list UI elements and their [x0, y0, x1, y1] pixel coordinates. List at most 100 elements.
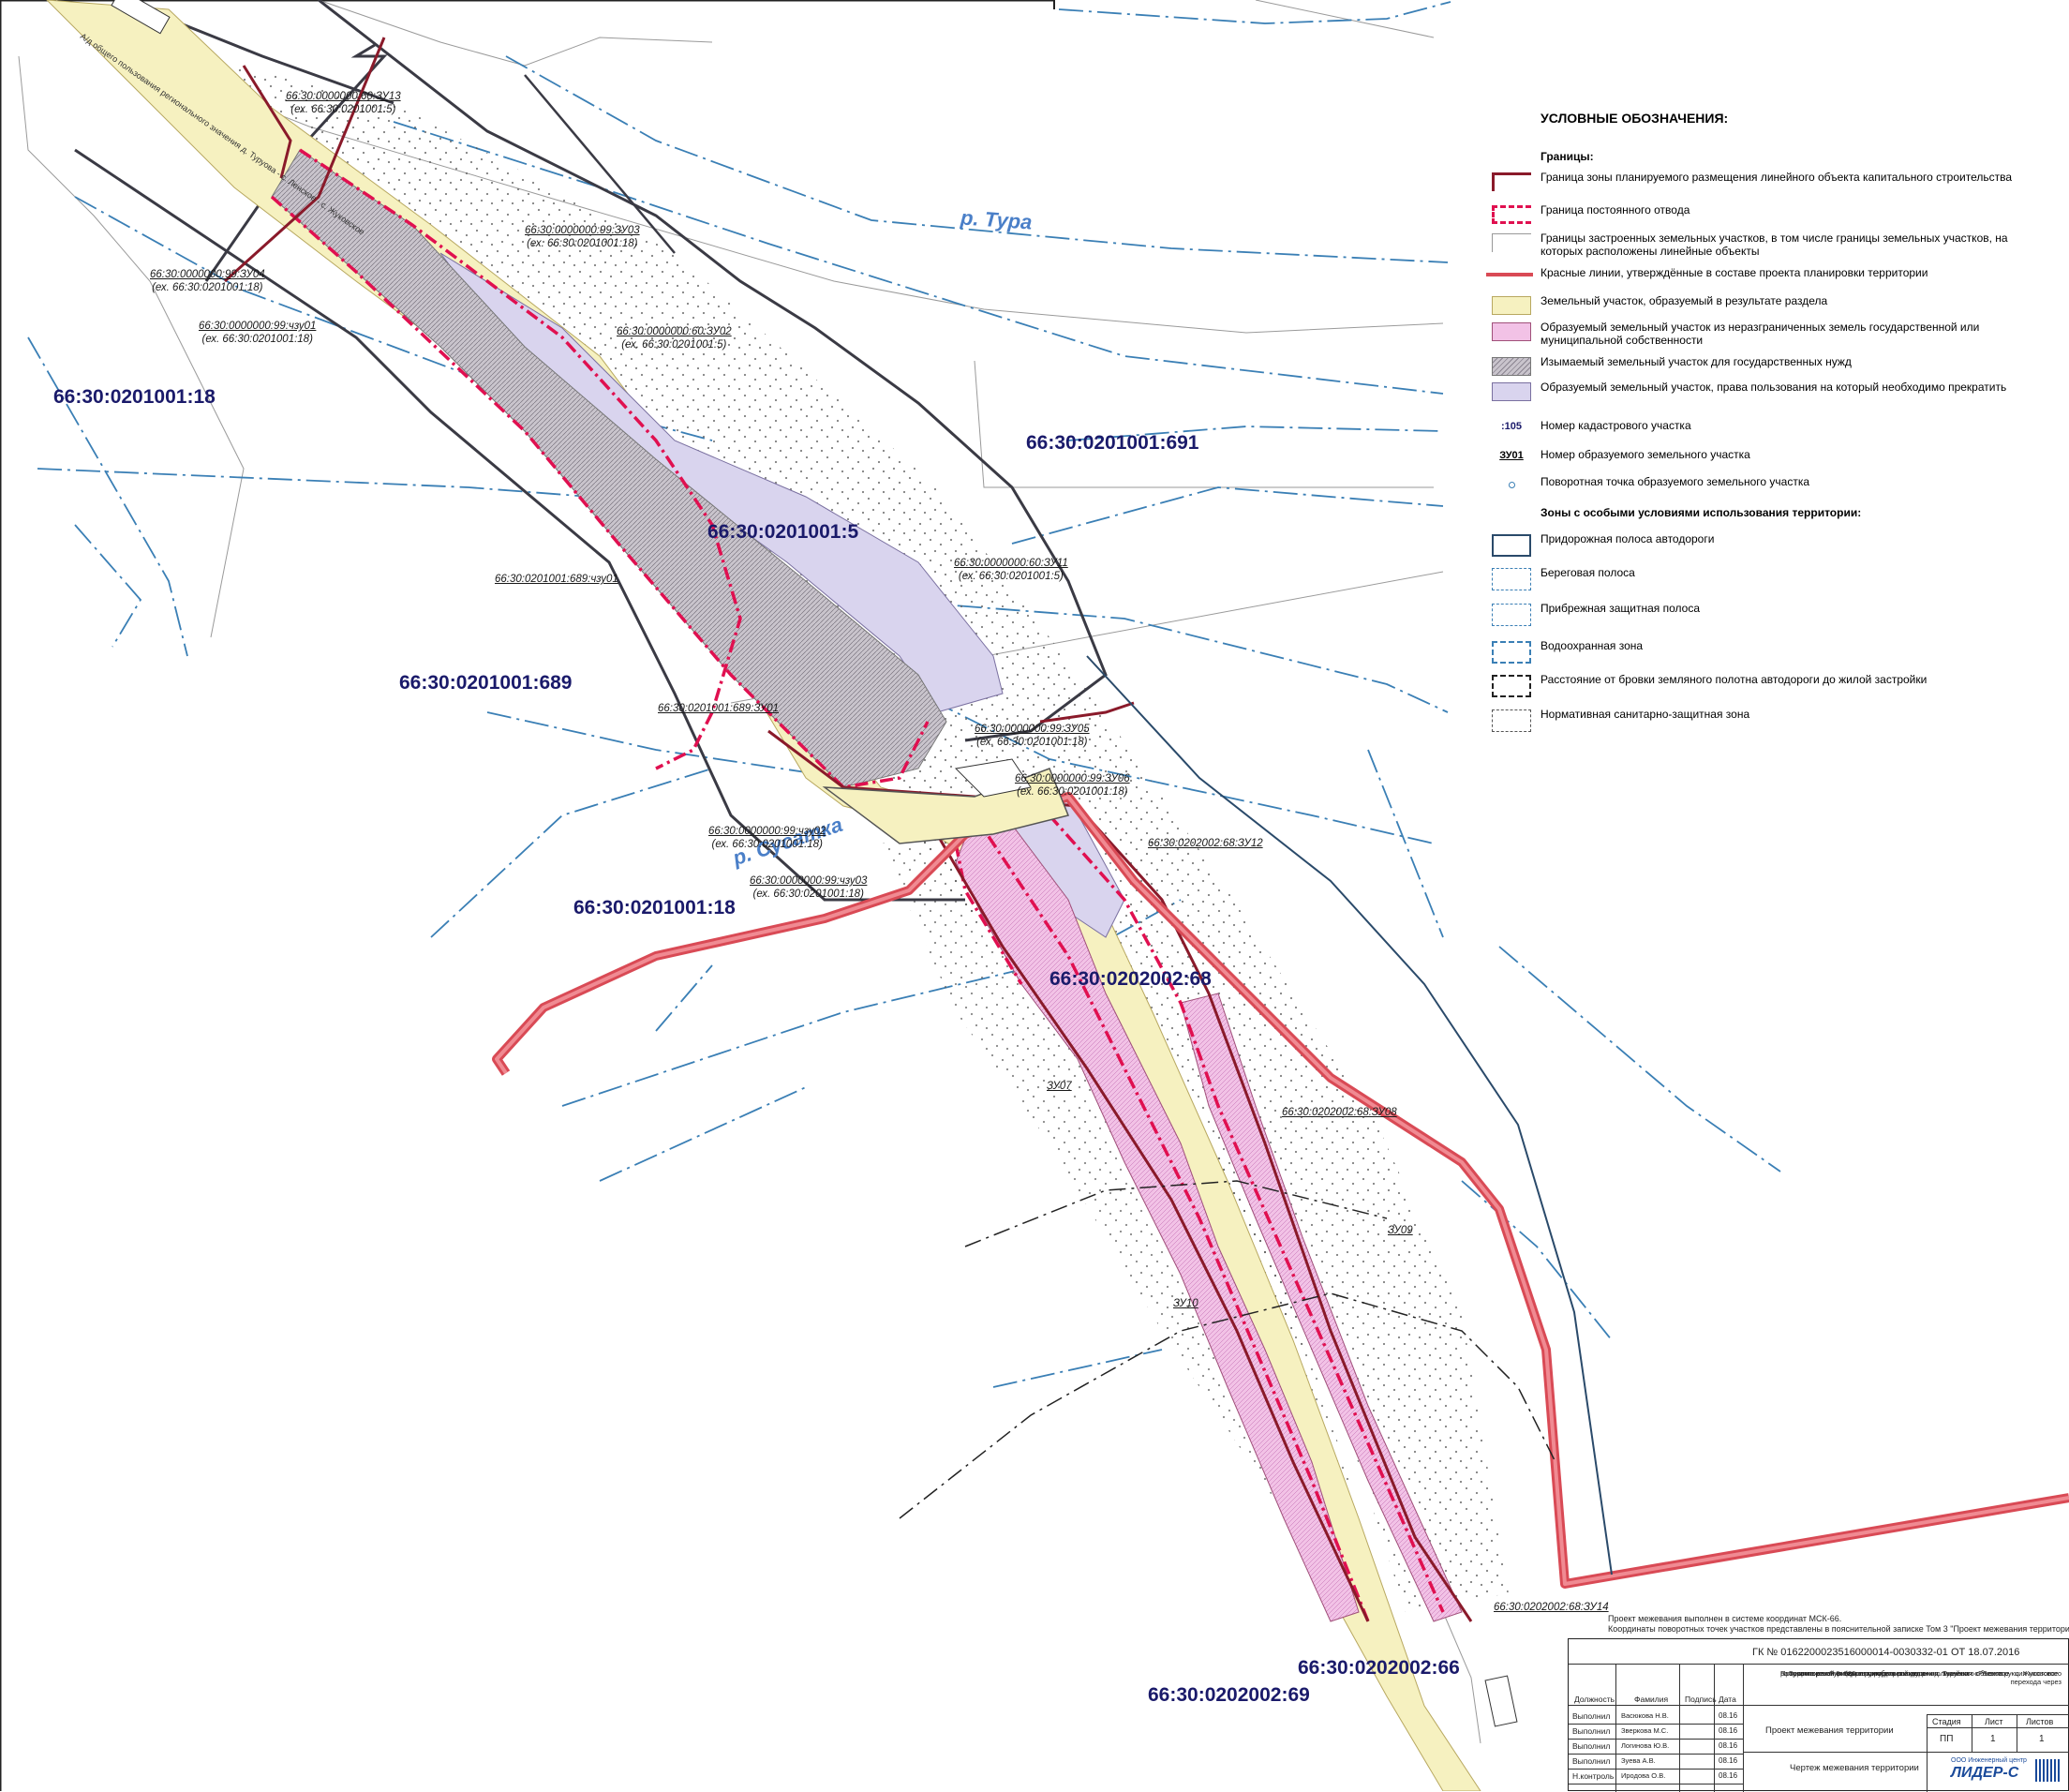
legend-symbol — [1492, 382, 1531, 401]
parcel-label-zu10: ЗУ10 — [1173, 1298, 1198, 1309]
parcel-label-689-chzu01: 66:30:0201001:689:чзу01 — [495, 574, 618, 585]
title-block: ГК № 0162200023516000014-0030332-01 ОТ 1… — [1568, 1638, 2069, 1792]
document-title: Проект межевания территории — [1765, 1725, 1894, 1736]
stage-header: Стадия — [1932, 1717, 1961, 1726]
legend-item: Граница зоны планируемого размещения лин… — [1479, 171, 2050, 199]
permanent-allotment-boundary — [270, 148, 1445, 1622]
legend-symbol — [1492, 322, 1531, 341]
legend-item: Водоохранная зона — [1479, 639, 2050, 667]
legend-text: Береговая полоса — [1541, 566, 1635, 579]
company-logo-icon — [2035, 1759, 2062, 1782]
legend-text: Граница зоны планируемого размещения лин… — [1541, 171, 2013, 184]
parcel-label-zu06: 66:30:0000000:99:ЗУ06(ех. 66:30:0201001:… — [1015, 773, 1130, 798]
row-position: Выполнил — [1572, 1756, 1611, 1766]
cadastral-number: 66:30:0202002:69 — [1148, 1684, 1310, 1706]
legend-text: Водоохранная зона — [1541, 639, 1644, 652]
cadastral-number: 66:30:0201001:18 — [53, 386, 216, 408]
roadside-strip — [1086, 655, 1613, 1575]
legend-item: Образуемый земельный участок, права поль… — [1479, 381, 2050, 409]
legend-section-boundaries: Границы: — [1541, 150, 1594, 163]
legend-text: Расстояние от бровки земляного полотна а… — [1541, 673, 1928, 686]
cadastral-number: 66:30:0201001:689 — [399, 672, 573, 694]
parcel-label-zu05: 66:30:0000000:99:ЗУ05(ех. 66:30:0201001:… — [975, 724, 1090, 748]
parcel-label-zu04: 66:30:0000000:99:ЗУ04(ех. 66:30:0201001:… — [150, 269, 265, 293]
legend-symbol — [1492, 172, 1531, 191]
legend-item: Образуемый земельный участок из неразгра… — [1479, 321, 2050, 349]
parcel-label-zu13: 66:30:0000000:60:ЗУ13(ех. 66:30:0201001:… — [286, 91, 401, 115]
legend-text: Номер образуемого земельного участка — [1541, 448, 1750, 461]
row-date: 08.16 — [1719, 1756, 1738, 1765]
river-tura-label: р. Тура — [960, 205, 1034, 234]
cadastral-number: 66:30:0202002:66 — [1298, 1657, 1460, 1679]
row-position: Выполнил — [1572, 1711, 1611, 1721]
row-name: Иродова О.В. — [1621, 1771, 1666, 1780]
row-date: 08.16 — [1719, 1711, 1738, 1720]
stage-value: ПП — [1940, 1734, 1954, 1744]
legend-text: Поворотная точка образуемого земельного … — [1541, 475, 1810, 488]
legend-text: Граница постоянного отвода — [1541, 203, 1690, 217]
legend-text: Придорожная полоса автодороги — [1541, 532, 1715, 545]
coordinate-note: Проект межевания выполнен в системе коор… — [1608, 1614, 2069, 1634]
legend-item: Береговая полоса — [1479, 566, 2050, 594]
sheets-value: 1 — [2039, 1734, 2045, 1744]
legend-item: Изымаемый земельный участок для государс… — [1479, 355, 2050, 383]
cadastral-number: 66:30:0201001:18 — [573, 897, 736, 918]
header-date: Дата — [1719, 1695, 1736, 1704]
legend-item: Земельный участок, образуемый в результа… — [1479, 294, 2050, 322]
legend-item: Прибрежная защитная полоса — [1479, 602, 2050, 630]
parcel-label-zu07: ЗУ07 — [1047, 1081, 1072, 1092]
sheet-header: Лист — [1985, 1717, 2003, 1726]
legend-symbol — [1492, 296, 1531, 315]
legend-item: Нормативная санитарно-защитная зона — [1479, 708, 2050, 736]
parcel-label-689-zu01: 66:30:0201001:689:ЗУ01 — [658, 703, 780, 714]
parcel-label-zu12: 66:30:0202002:68:ЗУ12 — [1148, 838, 1263, 849]
legend-title: УСЛОВНЫЕ ОБОЗНАЧЕНИЯ: — [1541, 111, 1729, 126]
cadastral-number: 66:30:0202002:68 — [1049, 968, 1212, 990]
company-subtitle: ООО Инженерный центр — [1951, 1757, 2027, 1764]
legend-symbol — [1492, 641, 1531, 664]
legend-item: Красные линии, утверждённые в составе пр… — [1479, 266, 2050, 294]
legend-item: Поворотная точка образуемого земельного … — [1479, 475, 2050, 503]
parcel-label-zu09: ЗУ09 — [1388, 1225, 1413, 1236]
legend-section-zones: Зоны с особыми условиями использования т… — [1541, 506, 1862, 519]
legend-item: Расстояние от бровки земляного полотна а… — [1479, 673, 2050, 701]
legend-text: Изымаемый земельный участок для государс… — [1541, 355, 1852, 368]
contour-lines — [18, 0, 1481, 1744]
legend-item: Придорожная полоса автодороги — [1479, 532, 2050, 560]
row-position: Н.контроль — [1572, 1771, 1615, 1781]
parcel-label-zu08: 66:30:0202002:68:ЗУ08 — [1282, 1107, 1397, 1118]
row-date: 08.16 — [1719, 1726, 1738, 1735]
legend-text: Образуемый земельный участок из неразгра… — [1541, 321, 1980, 347]
legend-symbol — [1492, 709, 1531, 732]
legend-text: Нормативная санитарно-защитная зона — [1541, 708, 1750, 721]
legend-symbol — [1492, 477, 1531, 496]
legend-text: Красные линии, утверждённые в составе пр… — [1541, 266, 1928, 279]
legend-text: Земельный участок, образуемый в результа… — [1541, 294, 1828, 307]
cadastral-number: 66:30:0201001:691 — [1026, 432, 1199, 454]
sheet-value: 1 — [1990, 1734, 1996, 1744]
row-name: Зуева А.В. — [1621, 1756, 1656, 1765]
legend-symbol — [1486, 273, 1533, 276]
row-position: Выполнил — [1572, 1726, 1611, 1736]
cadastral-number: 66:30:0201001:5 — [707, 521, 859, 543]
legend-item: ЗУ01 Номер образуемого земельного участк… — [1479, 448, 2050, 476]
company-logo-text: ЛИДЕР-С — [1951, 1765, 2019, 1781]
legend-symbol: ЗУ01 — [1499, 450, 1524, 461]
row-date: 08.16 — [1719, 1741, 1738, 1750]
legend-symbol — [1492, 357, 1531, 376]
header-position: Должность — [1574, 1695, 1615, 1704]
sheets-header: Листов — [2026, 1717, 2054, 1726]
setback-lines — [899, 1180, 1556, 1519]
row-name: Васюкова Н.В. — [1621, 1711, 1669, 1720]
row-date: 08.16 — [1719, 1771, 1738, 1780]
legend-text: Границы застроенных земельных участков, … — [1541, 231, 2008, 258]
parcel-label-zu03: 66:30:0000000:99:ЗУ03(ех. 66:30:0201001:… — [525, 225, 640, 249]
bridge — [822, 758, 1070, 844]
legend-symbol — [1492, 534, 1531, 557]
parcel-label-zu02: 66:30:0000000:60:ЗУ02(ех. 66:30:0201001:… — [617, 326, 732, 351]
header-name: Фамилия — [1634, 1695, 1669, 1704]
legend-symbol — [1492, 604, 1531, 626]
legend-text: Прибрежная защитная полоса — [1541, 602, 1701, 615]
legend-symbol — [1492, 233, 1531, 252]
